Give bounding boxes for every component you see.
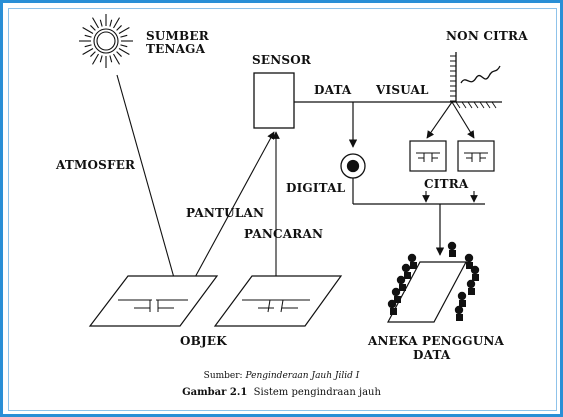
user-person-icon xyxy=(391,287,401,297)
reflection-arrow xyxy=(186,131,275,293)
user-person-body-icon xyxy=(410,262,417,269)
user-person-icon xyxy=(470,265,480,275)
figure-number: Gambar 2.1 xyxy=(182,387,248,398)
source-prefix: Sumber: xyxy=(203,371,243,381)
user-person-body-icon xyxy=(404,272,411,279)
user-person-icon xyxy=(407,253,417,263)
non-image-label: NON CITRA xyxy=(446,29,528,43)
users-label-line1: ANEKA PENGGUNA xyxy=(367,334,505,348)
object-surface-2 xyxy=(213,275,343,327)
user-person-icon xyxy=(447,241,457,251)
user-person-body-icon xyxy=(468,288,475,295)
image-frame-1 xyxy=(409,140,447,172)
image-to-distribution-arrows xyxy=(422,191,478,203)
user-person-body-icon xyxy=(394,296,401,303)
user-person-body-icon xyxy=(472,274,479,281)
user-person-icon xyxy=(401,263,411,273)
data-label: DATA xyxy=(314,83,352,97)
data-users-table-icon xyxy=(387,241,480,323)
figure-title: Sistem pengindraan jauh xyxy=(253,387,381,398)
sensor-label: SENSOR xyxy=(252,53,312,67)
user-person-icon xyxy=(466,279,476,289)
image-branch-arrows xyxy=(426,101,475,139)
sensor-box xyxy=(253,72,295,129)
source-caption: Sumber: Penginderaan Jauh Jilid I xyxy=(0,371,563,381)
user-person-icon xyxy=(396,275,406,285)
user-person-icon xyxy=(457,291,467,301)
object-label: OBJEK xyxy=(180,334,227,348)
incident-energy-arrow xyxy=(116,74,180,293)
user-person-body-icon xyxy=(399,284,406,291)
user-person-body-icon xyxy=(456,314,463,321)
figure-caption: Gambar 2.1 Sistem pengindraan jauh xyxy=(0,387,563,398)
user-person-icon xyxy=(464,253,474,263)
atmosphere-label: ATMOSFER xyxy=(55,158,136,172)
image-label: CITRA xyxy=(424,177,469,191)
non-image-graph xyxy=(450,52,501,109)
object-surface-1 xyxy=(88,275,219,327)
figure-inner-border xyxy=(8,8,557,411)
digital-storage-icon xyxy=(340,153,366,179)
visual-label: VISUAL xyxy=(375,83,429,97)
user-person-body-icon xyxy=(466,262,473,269)
energy-source-label-line1: SUMBER xyxy=(146,29,210,43)
image-frame-2 xyxy=(457,140,495,172)
reflection-label: PANTULAN xyxy=(186,206,264,220)
user-person-body-icon xyxy=(449,250,456,257)
digital-label: DIGITAL xyxy=(286,181,346,195)
user-person-body-icon xyxy=(390,308,397,315)
sun-icon xyxy=(79,14,133,68)
user-person-icon xyxy=(454,305,464,315)
user-person-body-icon xyxy=(459,300,466,307)
emission-label: PANCARAN xyxy=(244,227,323,241)
source-title: Penginderaan Jauh Jilid I xyxy=(245,371,360,381)
energy-source-label-line2: TENAGA xyxy=(146,42,206,56)
user-person-icon xyxy=(387,299,397,309)
users-label-line2: DATA xyxy=(413,348,451,362)
